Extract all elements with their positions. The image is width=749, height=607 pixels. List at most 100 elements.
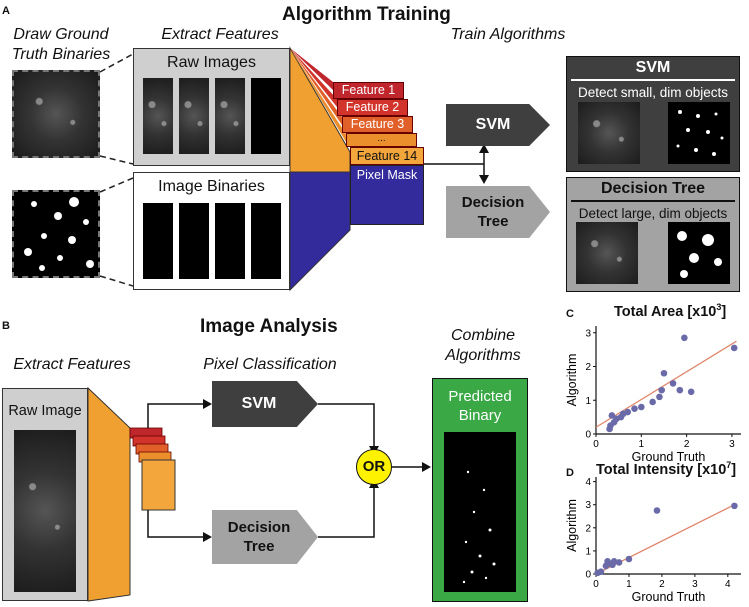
dt-classify-line-1: Decision [227,519,291,536]
extract-features-caption: Extract Features [161,26,279,43]
chart-c-title-sup: 3 [716,302,722,312]
pixel-classification-caption: Pixel Classification [203,356,337,373]
algorithm-training-title: Algorithm Training [282,4,451,25]
predicted-line-2: Binary [458,407,502,424]
raw-image-thumb-1 [143,78,173,154]
draw-caption-line-1: Draw Ground [13,26,109,43]
feature-1-box: Feature 1 [333,82,404,99]
panel-label-b: B [2,320,10,332]
chart-d-y-tick-label: 0 [585,570,591,581]
draw-ground-truth-caption: Draw Ground Truth Binaries [0,25,122,65]
panel-label-a: A [2,5,10,17]
feature-14-box: Feature 14 [350,147,424,165]
binary-thumb-3 [215,203,245,279]
chart-d-title: Total Intensity [x107] [596,460,736,478]
chart-c-data-point [608,412,616,419]
analysis-extract-caption: Extract Features [13,356,131,373]
chart-c-y-tick-label: 3 [585,328,591,339]
chart-d-x-tick-label: 2 [659,579,665,590]
svm-panel-title: SVM [635,59,671,76]
chart-d-x-axis-label: Ground Truth [632,590,706,604]
chart-d-x-tick-label: 3 [692,579,698,590]
predicted-label: Predicted Binary [433,387,527,425]
chart-d-data-point [615,559,623,566]
svm-panel-desc: Detect small, dim objects [577,85,729,100]
feature-ellipsis-box: ... [346,133,417,147]
dt-output-blobs [677,231,722,278]
predicted-binary-image [444,432,516,592]
ground-truth-binary-image [12,190,100,278]
raw-image-label: Raw Image [8,403,82,419]
or-combiner: OR [356,449,392,485]
chart-d-title-sup: 7 [726,460,732,470]
chart-c-title: Total Area [x103] [614,302,726,320]
dt-panel-divider [571,200,735,202]
chart-c-data-point [656,393,663,401]
svm-classify-arrow: SVM [212,381,318,427]
chart-d-x-tick-label: 4 [725,579,731,590]
chart-c-data-point [649,398,656,406]
chart-c-data-point [681,334,688,342]
svm-input-image [578,102,640,164]
chart-c-x-axis-label: Ground Truth [632,450,706,464]
chart-c-data-point [730,344,738,352]
combine-line-2: Algorithms [445,347,521,364]
chart-c-y-axis-label: Algorithm [566,354,579,407]
feature-3-box: Feature 3 [342,116,413,133]
chart-c-data-point [631,405,638,412]
chart-d-data-point [597,568,605,575]
chart-c-x-tick-label: 2 [684,439,690,450]
svm-output-dots [676,110,724,156]
chart-c-title-text: Total Area [x10 [614,303,717,320]
chart-c-y-tick-label: 2 [585,362,591,373]
image-binaries-label: Image Binaries [158,178,265,195]
chart-d-data-point [731,502,738,510]
combine-algorithms-caption: Combine Algorithms [428,326,538,366]
panel-label-d: D [566,467,574,479]
pixel-mask-box: Pixel Mask [350,165,424,225]
chart-c-data-point [658,386,666,394]
chart-c-data-point [676,386,684,394]
chart-d-y-axis-label: Algorithm [566,499,579,552]
decision-tree-classify-arrow: Decision Tree [212,510,318,564]
analysis-raw-image [14,430,76,592]
chart-c-x-tick-label: 0 [593,439,599,450]
dt-train-line-1: Decision [461,194,525,211]
ground-truth-raw-image [12,70,100,158]
chart-d-title-end: ] [731,461,737,478]
raw-image-thumb-4 [251,78,281,154]
ground-truth-blobs [24,197,94,271]
image-analysis-title: Image Analysis [200,316,338,337]
predicted-dots [462,470,496,584]
raw-image-thumb-2 [179,78,209,154]
dt-train-line-2: Tree [477,213,509,230]
feature-2-box: Feature 2 [337,99,408,116]
combine-line-1: Combine [450,327,516,344]
svm-panel-divider [571,79,735,81]
chart-c-data-point [638,403,645,411]
chart-d-x-tick-label: 0 [593,579,599,590]
chart-d-y-tick-label: 3 [585,500,591,511]
chart-c-x-tick-label: 1 [639,439,645,450]
chart-c-y-tick-label: 0 [585,430,591,441]
chart-d-data-point [625,555,633,563]
dt-classify-line-2: Tree [243,538,275,555]
chart-c-y-tick-label: 1 [585,396,591,407]
chart-c-data-point [669,380,677,387]
chart-c-x-tick-label: 3 [729,439,735,450]
chart-d-data-point [653,507,661,514]
chart-c-data-point [624,408,632,416]
decision-tree-train-arrow: Decision Tree [446,186,550,238]
predicted-line-1: Predicted [448,388,512,405]
chart-c-data-point [660,369,668,377]
binary-thumb-2 [179,203,209,279]
binary-thumb-1 [143,203,173,279]
raw-image-thumb-3 [215,78,245,154]
chart-d-y-tick-label: 4 [585,477,591,488]
svm-train-arrow: SVM [446,104,550,146]
dt-input-image [576,222,638,284]
chart-c-title-end: ] [721,303,727,320]
raw-images-label: Raw Images [167,54,256,71]
